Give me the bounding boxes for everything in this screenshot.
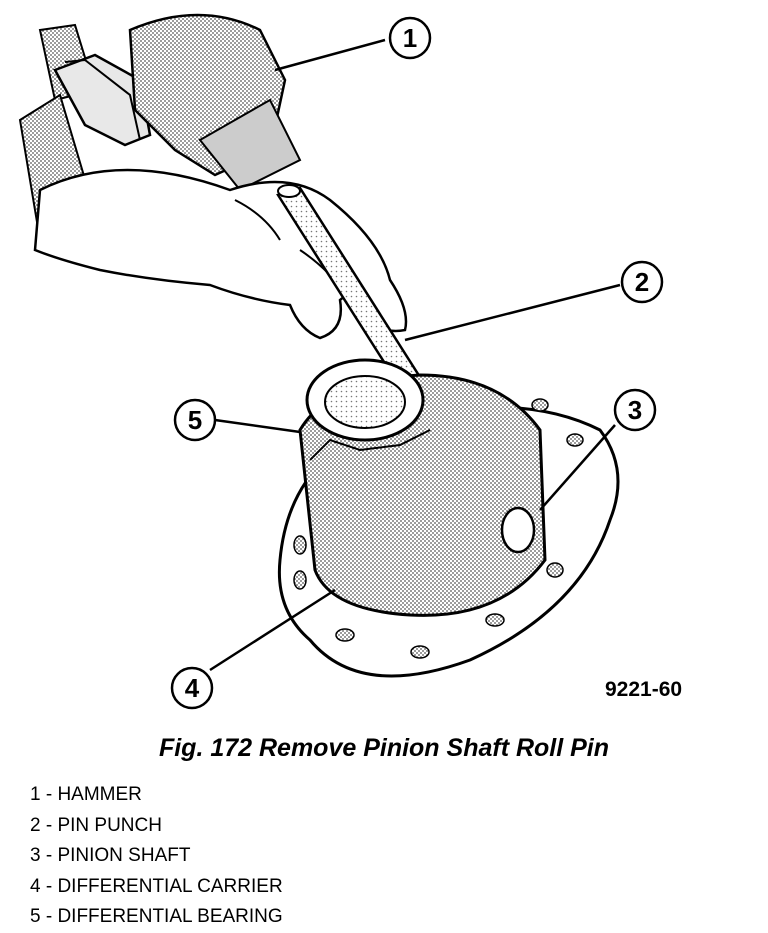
- callout-1-number: 1: [403, 23, 417, 53]
- hand: [33, 168, 408, 340]
- legend-list: 1 - HAMMER 2 - PIN PUNCH 3 - PINION SHAF…: [30, 780, 283, 933]
- callout-1: 1: [388, 16, 432, 60]
- figure-reference-code: 9221-60: [605, 678, 683, 701]
- differential-carrier: [277, 358, 620, 678]
- callout-2-number: 2: [635, 267, 649, 297]
- legend-item: 3 - PINION SHAFT: [30, 845, 191, 866]
- legend-item: 4 - DIFFERENTIAL CARRIER: [30, 875, 283, 897]
- callout-3-number: 3: [628, 395, 642, 425]
- legend-item: 2 - PIN PUNCH: [30, 814, 162, 836]
- callout-5: 5: [173, 398, 217, 442]
- callout-3: 3: [613, 388, 657, 432]
- callout-4-number: 4: [185, 673, 200, 703]
- callout-5-number: 5: [188, 405, 202, 435]
- pinion-shaft-roll-pin-illustration: 1 2 3 4 5: [18, 13, 664, 710]
- arm: [128, 13, 302, 192]
- callout-4: 4: [170, 666, 214, 710]
- callout-2: 2: [620, 260, 664, 304]
- leader-lines: [209, 38, 621, 672]
- figure-caption: Fig. 172 Remove Pinion Shaft Roll Pin: [158, 734, 610, 762]
- legend-item: 1 - HAMMER: [30, 784, 142, 805]
- legend-item: 5 - DIFFERENTIAL BEARING: [30, 906, 283, 927]
